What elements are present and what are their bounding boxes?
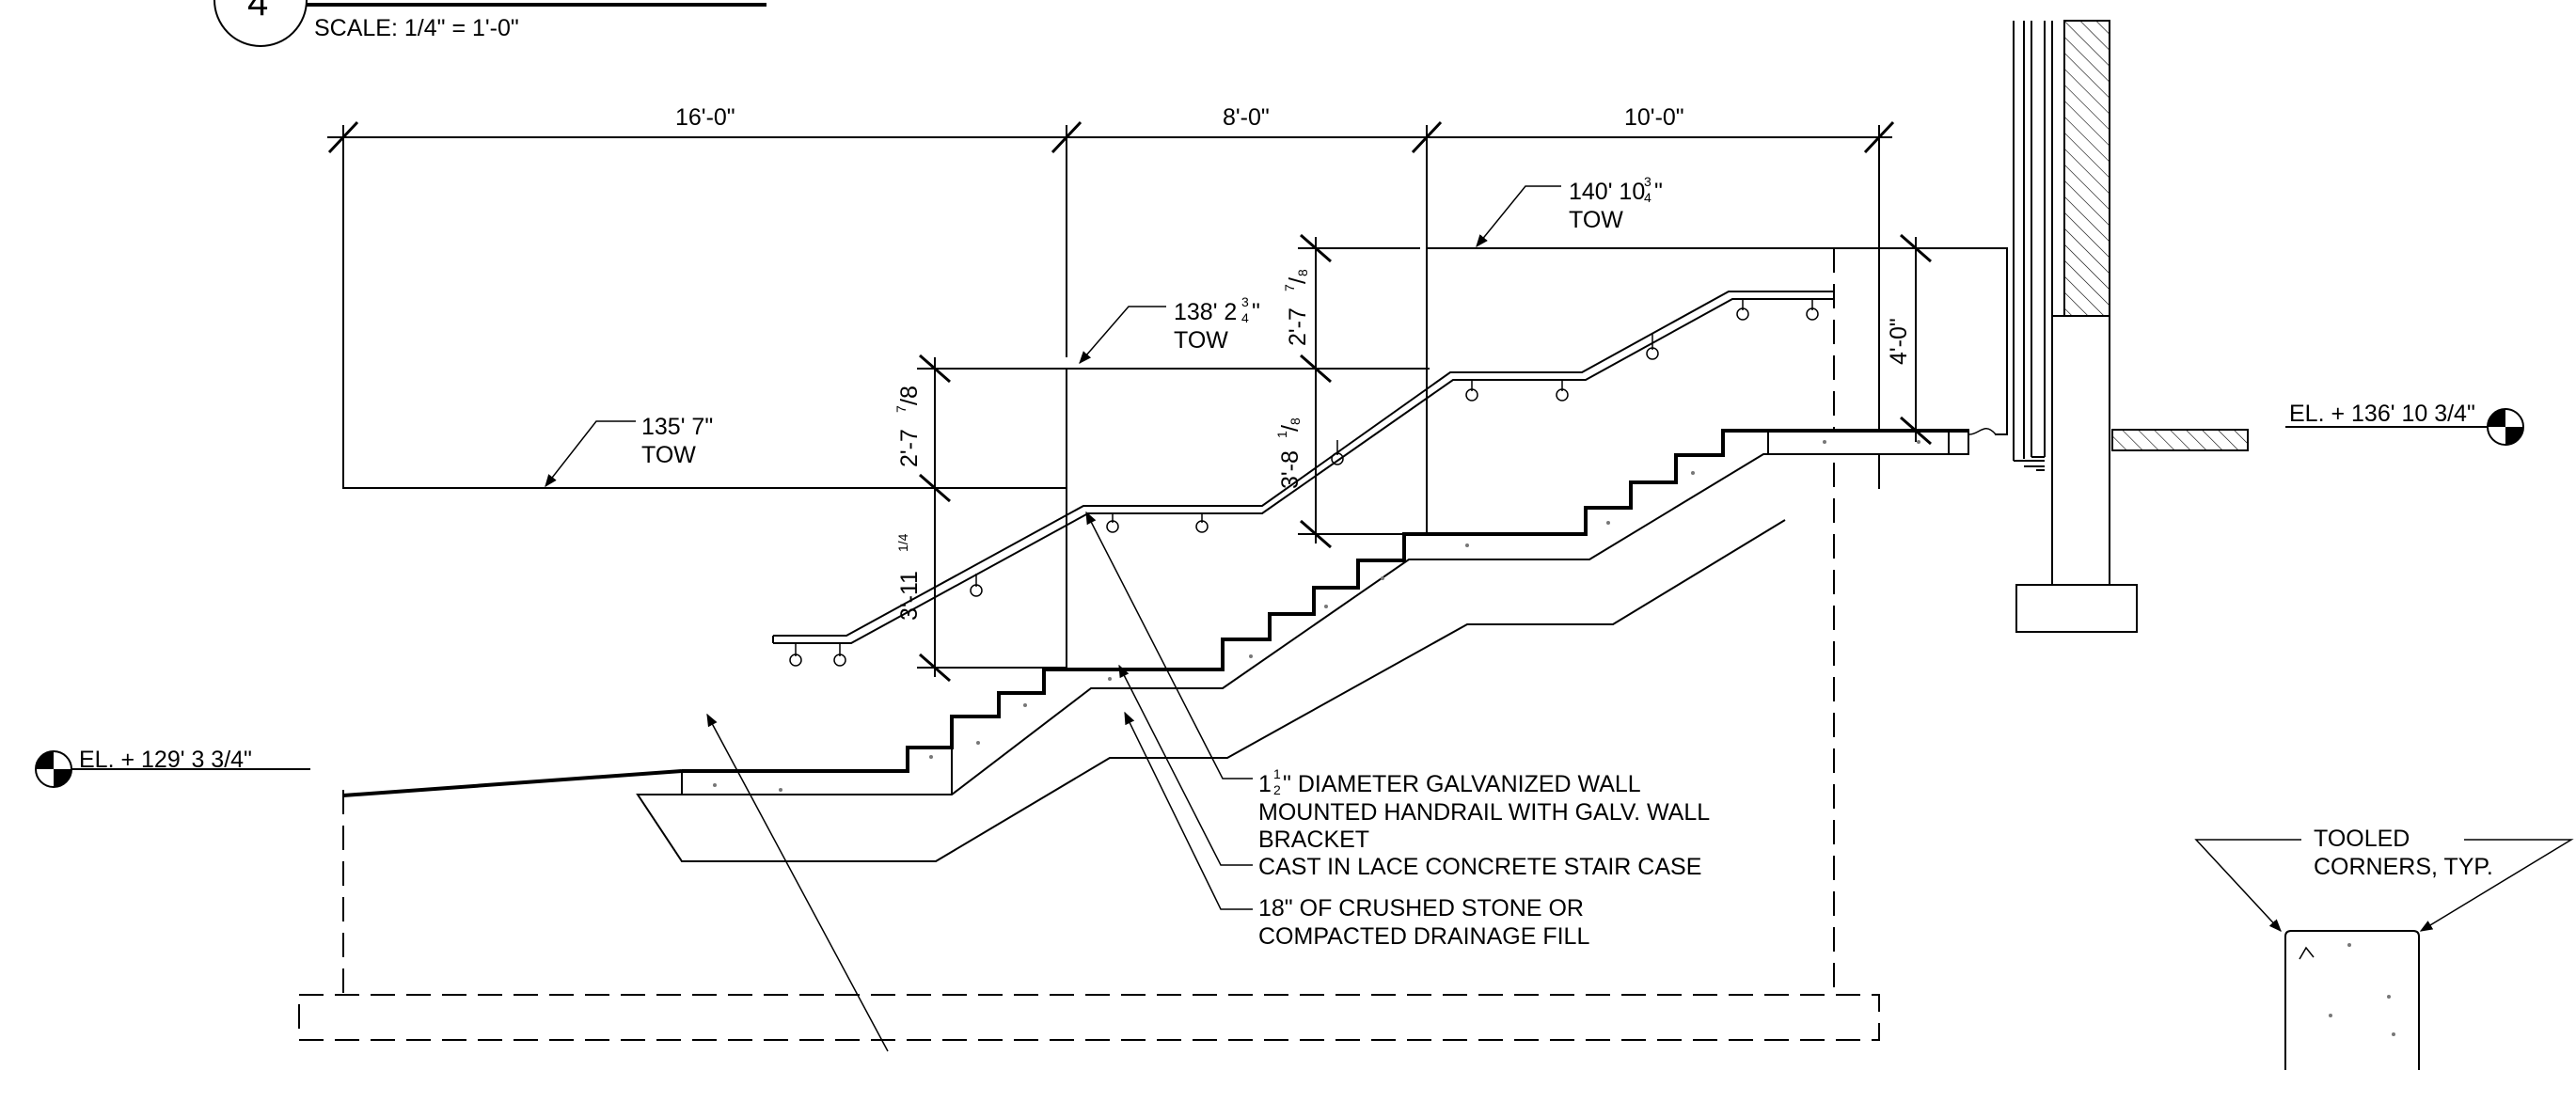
dimension-tick bbox=[1300, 233, 1332, 263]
detail-bubble bbox=[213, 0, 308, 47]
leader-line bbox=[1476, 185, 1561, 248]
tow-2-value: 138' 2 bbox=[1174, 299, 1237, 325]
dimension-tick bbox=[1900, 416, 1932, 446]
tow-2-den: 4 bbox=[1241, 310, 1249, 325]
elevation-marker-right: EL. + 136' 10 3/4" bbox=[2285, 401, 2524, 446]
svg-text:1: 1 bbox=[1273, 766, 1281, 781]
handrail-bottom bbox=[773, 298, 1834, 644]
corners-note-line2: CORNERS, TYP. bbox=[2314, 854, 2493, 880]
dimension-label: 10'-0" bbox=[1624, 104, 1684, 131]
svg-text:/: / bbox=[1285, 277, 1311, 284]
concrete-texture bbox=[713, 440, 1920, 792]
drainage-fill-outline bbox=[636, 519, 1786, 862]
handrail-brackets bbox=[789, 299, 1819, 667]
dimension-tick bbox=[919, 473, 951, 503]
leader-line bbox=[1085, 511, 1253, 779]
dimension-tick bbox=[1863, 120, 1895, 154]
svg-text:2'-7: 2'-7 bbox=[896, 429, 923, 467]
svg-text:3'-8: 3'-8 bbox=[1277, 450, 1304, 489]
tow-3-label: TOW bbox=[1569, 207, 1623, 233]
foundation-footing bbox=[2015, 584, 2138, 633]
dimension-tick bbox=[327, 120, 359, 154]
dimension-tick bbox=[919, 653, 951, 683]
dimension-label-2-7-7-8: 2'-7 7 /8 bbox=[893, 386, 923, 467]
dimension-tick bbox=[919, 354, 951, 384]
leader-line bbox=[1079, 306, 1166, 365]
svg-text:7: 7 bbox=[1282, 284, 1297, 291]
handrail-note-line1: 1 bbox=[1258, 771, 1272, 797]
stair-treads bbox=[682, 429, 1968, 773]
stair-case bbox=[342, 429, 1969, 862]
grade-line bbox=[342, 769, 683, 797]
dimension-label-3-8-1-8: 3'-8 1 / 8 bbox=[1274, 417, 1304, 489]
svg-text:1/4: 1/4 bbox=[895, 533, 910, 552]
dimension-tick bbox=[1300, 519, 1332, 549]
leader-line bbox=[545, 420, 636, 488]
title-block: 4 SCALE: 1/4" = 1'-0" bbox=[213, 0, 766, 47]
leader-line bbox=[1124, 711, 1253, 910]
leader-line bbox=[706, 713, 889, 1052]
footing-outline bbox=[298, 994, 1880, 1041]
tow-3-num: 3 bbox=[1644, 174, 1651, 189]
svg-text:1: 1 bbox=[1274, 431, 1289, 438]
dimension-label-2-7-7-8-upper: 2'-7 7 / 8 bbox=[1282, 269, 1311, 346]
wall-footing bbox=[298, 248, 1880, 1041]
elevation-marker-left: EL. + 129' 3 3/4" bbox=[35, 747, 310, 788]
material-notes: 1 1 2 " DIAMETER GALVANIZED WALL MOUNTED… bbox=[706, 511, 1710, 1052]
svg-text:3'-11: 3'-11 bbox=[896, 571, 923, 621]
wall-hatch bbox=[2063, 20, 2110, 317]
tooled-corners-detail: TOOLED CORNERS, TYP. bbox=[2194, 826, 2574, 1070]
inch-mark: " bbox=[1252, 299, 1260, 325]
slab-hatch bbox=[2111, 429, 2249, 451]
svg-text:" DIAMETER GALVANIZED WALL: " DIAMETER GALVANIZED WALL bbox=[1283, 771, 1641, 797]
concrete-stair-body bbox=[681, 429, 1969, 795]
tow-callouts: 135' 7" TOW 138' 2 3 4 " TOW 140' 10 3 4… bbox=[545, 174, 1663, 488]
building-foundation-wall bbox=[1968, 20, 2249, 633]
tow-3-den: 4 bbox=[1644, 190, 1651, 205]
dimension-tick bbox=[1300, 354, 1332, 384]
dimension-tick bbox=[1411, 120, 1443, 154]
detail-number: 4 bbox=[247, 0, 268, 24]
svg-text:/: / bbox=[1277, 425, 1304, 432]
tow-2-num: 3 bbox=[1241, 294, 1249, 309]
svg-text:2'-7: 2'-7 bbox=[1285, 307, 1311, 346]
inch-mark: " bbox=[1654, 179, 1663, 205]
svg-text:4'-0": 4'-0" bbox=[1886, 318, 1912, 365]
dimension-tick bbox=[1900, 233, 1932, 263]
handrail-top bbox=[773, 291, 1834, 637]
svg-text:8: 8 bbox=[1288, 417, 1303, 425]
leader-line bbox=[1118, 664, 1253, 866]
handrail-note-line2: MOUNTED HANDRAIL WITH GALV. WALL bbox=[1258, 799, 1710, 826]
fill-note-line2: COMPACTED DRAINAGE FILL bbox=[1258, 923, 1589, 950]
dimension-tick bbox=[1051, 120, 1083, 154]
dimension-label-3-11: 3'-11 1/4 bbox=[895, 533, 923, 621]
tow-3-value: 140' 10 bbox=[1569, 179, 1645, 205]
tow-1-label: TOW bbox=[641, 442, 696, 468]
dimension-label-4-0: 4'-0" bbox=[1886, 318, 1912, 365]
elevation-left-label: EL. + 129' 3 3/4" bbox=[79, 747, 252, 773]
scale-label: SCALE: 1/4" = 1'-0" bbox=[314, 15, 519, 41]
svg-text:/8: /8 bbox=[896, 386, 923, 405]
horizontal-dimension-string: 16'-0" 8'-0" 10'-0" bbox=[327, 104, 1895, 489]
handrail-note-line3: BRACKET bbox=[1258, 827, 1369, 853]
svg-text:2: 2 bbox=[1273, 782, 1281, 797]
stair-note: CAST IN LACE CONCRETE STAIR CASE bbox=[1258, 854, 1701, 880]
elevation-right-label: EL. + 136' 10 3/4" bbox=[2289, 401, 2475, 427]
vertical-dimensions: 3'-11 1/4 2'-7 7 /8 3'-8 1 / 8 2'-7 7 / … bbox=[893, 233, 1932, 683]
svg-text:8: 8 bbox=[1295, 269, 1310, 276]
tow-2-label: TOW bbox=[1174, 327, 1228, 354]
leader-line bbox=[2194, 839, 2301, 932]
tow-1-value: 135' 7" bbox=[641, 414, 713, 440]
handrail bbox=[772, 291, 1834, 667]
dimension-label: 16'-0" bbox=[675, 104, 735, 131]
concrete-section bbox=[2284, 930, 2420, 1070]
leader-line bbox=[2419, 839, 2574, 932]
svg-text:7: 7 bbox=[893, 405, 909, 413]
dimension-label: 8'-0" bbox=[1223, 104, 1270, 131]
top-landing-slab bbox=[1767, 430, 1969, 455]
corners-note-line1: TOOLED bbox=[2314, 826, 2410, 852]
fill-note-line1: 18" OF CRUSHED STONE OR bbox=[1258, 895, 1584, 921]
